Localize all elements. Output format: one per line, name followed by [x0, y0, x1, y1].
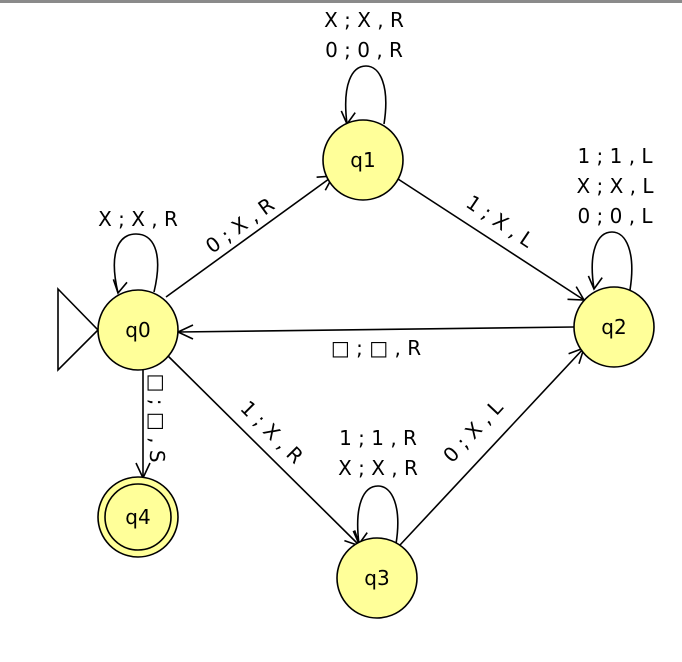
edge-q0-q1 — [165, 175, 335, 298]
edge-label-q1-q2: 1 ; X , L — [462, 190, 539, 253]
self-loop-label-q3-line2: X ; X , R — [338, 456, 418, 480]
start-state-marker — [57, 287, 100, 372]
edge-label-q0-q4: □ ; □ , S — [145, 373, 169, 462]
self-loop-q3 — [352, 485, 399, 546]
edge-label-q3-q2: 0 ; X , L — [438, 395, 508, 468]
state-q2[interactable]: q2 — [573, 286, 655, 368]
self-loop-label-q1-line1: X ; X , R — [324, 8, 404, 32]
state-label-q0: q0 — [125, 318, 150, 342]
self-loop-label-q2-line1: 1 ; 1 , L — [577, 144, 653, 168]
self-loop-label-q1-line2: 0 ; 0 , R — [325, 38, 403, 62]
self-loop-q1 — [340, 65, 387, 126]
state-q1[interactable]: q1 — [322, 119, 404, 201]
top-border — [0, 0, 682, 3]
state-q0[interactable]: q0 — [97, 289, 179, 371]
edge-q0-q3 — [164, 352, 362, 548]
state-label-q2: q2 — [601, 315, 626, 339]
edge-label-q0-q1: 0 ; X , R — [201, 192, 279, 258]
accept-ring-q4 — [104, 483, 172, 551]
edge-q3-q2 — [399, 346, 586, 546]
self-loop-label-q2-line3: 0 ; 0 , L — [577, 204, 653, 228]
state-q4[interactable]: q4 — [97, 476, 179, 558]
self-loop-q0 — [112, 233, 159, 295]
self-loop-label-q0: X ; X , R — [98, 207, 178, 231]
self-loop-label-q3-line1: 1 ; 1 , R — [339, 426, 417, 450]
state-label-q1: q1 — [350, 148, 375, 172]
edge-label-q2-q0: □ ; □ , R — [331, 336, 421, 360]
state-q3[interactable]: q3 — [336, 537, 418, 619]
state-label-q3: q3 — [364, 566, 389, 590]
edge-label-q0-q3: 1 ; X , R — [236, 396, 309, 469]
self-loop-label-q2-line2: X ; X , L — [576, 174, 654, 198]
edge-q1-q2 — [397, 178, 586, 301]
state-label-q4: q4 — [125, 505, 150, 529]
self-loop-q2 — [587, 231, 633, 291]
